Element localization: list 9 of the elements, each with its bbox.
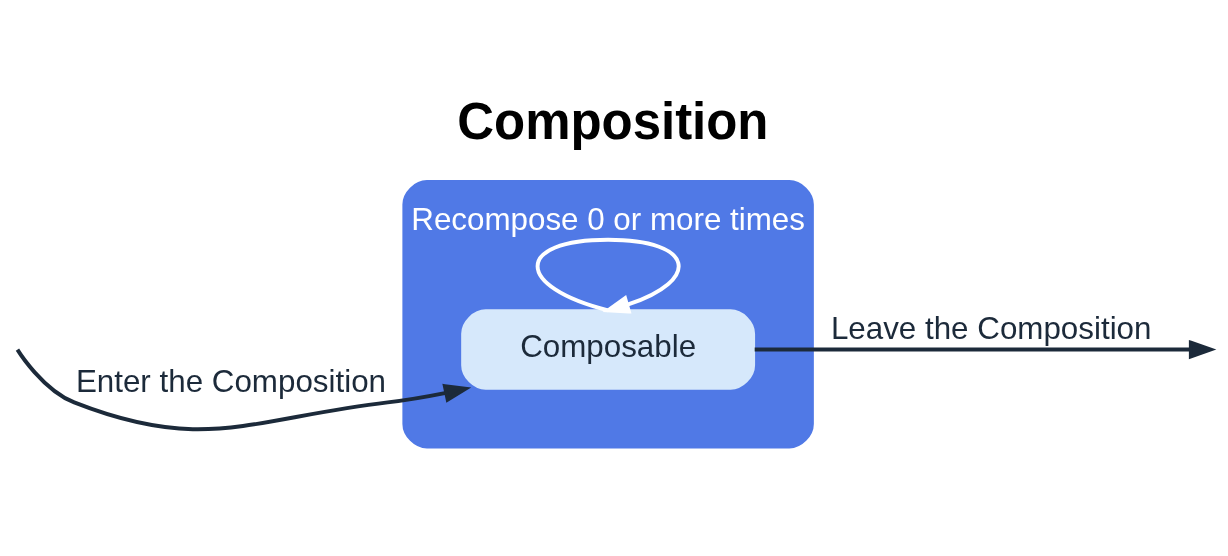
arrow — [15, 348, 472, 432]
diagram-title: Composition — [457, 93, 769, 151]
node-box: Composable — [461, 309, 756, 390]
edge-label: Recompose 0 or more times — [411, 201, 805, 237]
edge-label: Leave the Composition — [830, 311, 1152, 347]
cluster — [402, 180, 814, 449]
edge-label: Enter the Composition — [75, 364, 386, 400]
arrow — [754, 339, 1217, 360]
arrow — [535, 237, 681, 314]
